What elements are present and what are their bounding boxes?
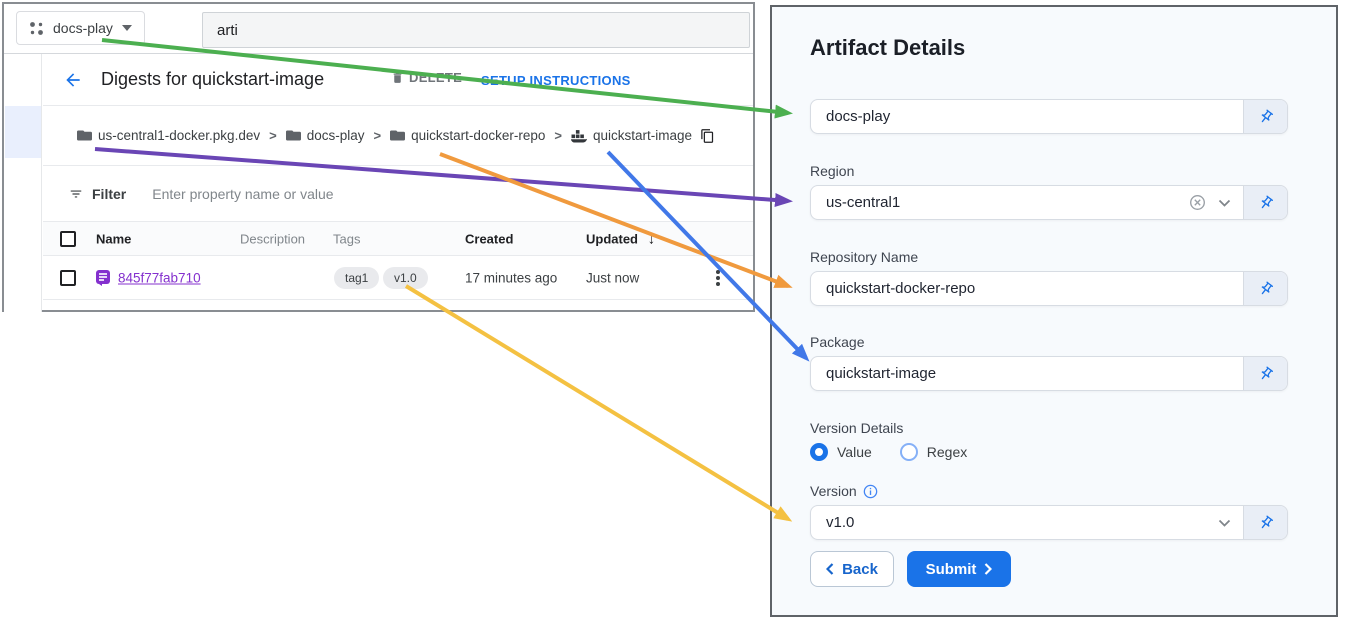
search-input[interactable] [202,12,750,48]
breadcrumb: us-central1-docker.pkg.dev > docs-play >… [43,106,753,166]
chevron-left-icon [826,563,834,575]
filter-placeholder: Enter property name or value [152,185,334,202]
table-header-row: Name Description Tags Created Updated ↓ [43,222,753,256]
pin-button[interactable] [1243,506,1287,539]
pin-button[interactable] [1243,186,1287,219]
chevron-down-icon[interactable] [1218,519,1231,527]
radio-unselected-icon[interactable] [899,443,918,461]
chevron-right-icon [985,563,993,575]
folder-icon [390,130,406,141]
delete-button[interactable]: DELETE [391,70,462,85]
select-all-checkbox[interactable] [60,230,76,247]
back-arrow-icon[interactable] [63,70,83,90]
pin-icon [1261,515,1273,528]
region-label: Region [810,163,855,179]
copy-icon[interactable] [700,128,715,144]
radio-selected-icon[interactable] [810,443,828,461]
chevron-down-icon[interactable] [1218,199,1231,207]
project-field-value[interactable]: docs-play [826,108,891,125]
updated-cell: Just now [586,270,640,285]
clear-icon[interactable] [1189,194,1206,211]
column-header-name[interactable]: Name [96,231,132,246]
filter-label: Filter [92,185,127,202]
pin-button[interactable] [1243,272,1287,305]
info-icon[interactable] [863,484,878,499]
console-topbar: docs-play [4,4,753,54]
project-selector-label: docs-play [53,20,113,36]
pin-icon [1261,195,1273,208]
version-details-label: Version Details [810,420,904,436]
region-field[interactable]: us-central1 [810,185,1288,220]
nav-strip [4,54,42,312]
tag-chip: tag1 [334,266,380,289]
caret-down-icon [121,25,132,31]
pin-icon [1261,366,1273,379]
radio-option-regex[interactable]: Regex [899,443,967,461]
folder-icon [285,130,301,141]
trash-icon [393,72,402,83]
page-header-row: Digests for quickstart-image DELETE SETU… [43,54,753,106]
column-header-tags[interactable]: Tags [333,231,361,246]
back-button[interactable]: Back [810,551,894,587]
filter-icon [70,190,82,197]
form-title: Artifact Details [810,35,966,60]
package-label: Package [810,334,865,350]
breadcrumb-separator: > [554,128,562,143]
console-screenshot: docs-play Digests for quickstart-image D… [2,2,755,312]
breadcrumb-separator: > [269,128,277,143]
submit-button[interactable]: Submit [907,551,1011,587]
version-details-radio-group: Value Regex [810,443,967,461]
digest-icon [96,269,110,286]
filter-bar[interactable]: Filter Enter property name or value [43,166,753,222]
breadcrumb-item-project[interactable]: docs-play [285,128,364,143]
region-field-value[interactable]: us-central1 [826,194,901,211]
package-field-value[interactable]: quickstart-image [826,365,937,382]
breadcrumb-separator: > [373,128,382,143]
version-label: Version [810,483,878,499]
version-field[interactable]: v1.0 [810,505,1288,540]
pin-icon [1261,109,1273,122]
repository-field[interactable]: quickstart-docker-repo [810,271,1288,306]
breadcrumb-item-package[interactable]: quickstart-image [570,128,692,143]
breadcrumb-item-repository[interactable]: quickstart-docker-repo [390,128,545,143]
project-grid-icon [30,21,43,35]
digest-link[interactable]: 845f77fab710 [118,270,201,285]
created-cell: 17 minutes ago [465,270,558,285]
page-title: Digests for quickstart-image [101,69,325,89]
setup-instructions-button[interactable]: SETUP INSTRUCTIONS [481,73,631,88]
breadcrumb-item-registry-host[interactable]: us-central1-docker.pkg.dev [77,128,260,143]
row-actions-kebab-icon[interactable] [710,269,726,287]
project-selector[interactable]: docs-play [16,11,145,45]
pin-icon [1261,281,1273,294]
pin-button[interactable] [1243,100,1287,133]
artifact-details-panel: Artifact Details docs-play Region us-cen… [770,5,1338,617]
column-header-updated[interactable]: Updated ↓ [586,230,656,247]
project-field[interactable]: docs-play [810,99,1288,134]
folder-icon [77,130,92,141]
radio-option-value[interactable]: Value [810,443,872,461]
repository-field-value[interactable]: quickstart-docker-repo [826,280,976,297]
table-row: 845f77fab710 tag1 v1.0 17 minutes ago Ju… [43,256,753,300]
repository-label: Repository Name [810,249,919,265]
nav-strip-highlight [5,106,41,158]
sort-desc-icon: ↓ [647,230,656,247]
package-field[interactable]: quickstart-image [810,356,1288,391]
version-field-value[interactable]: v1.0 [826,514,855,531]
column-header-created[interactable]: Created [465,231,514,246]
column-header-description[interactable]: Description [240,231,306,246]
container-image-icon [570,129,587,142]
arrow-version-to-field [404,284,793,522]
tag-chip: v1.0 [383,266,428,289]
row-checkbox[interactable] [60,269,76,286]
pin-button[interactable] [1243,357,1287,390]
